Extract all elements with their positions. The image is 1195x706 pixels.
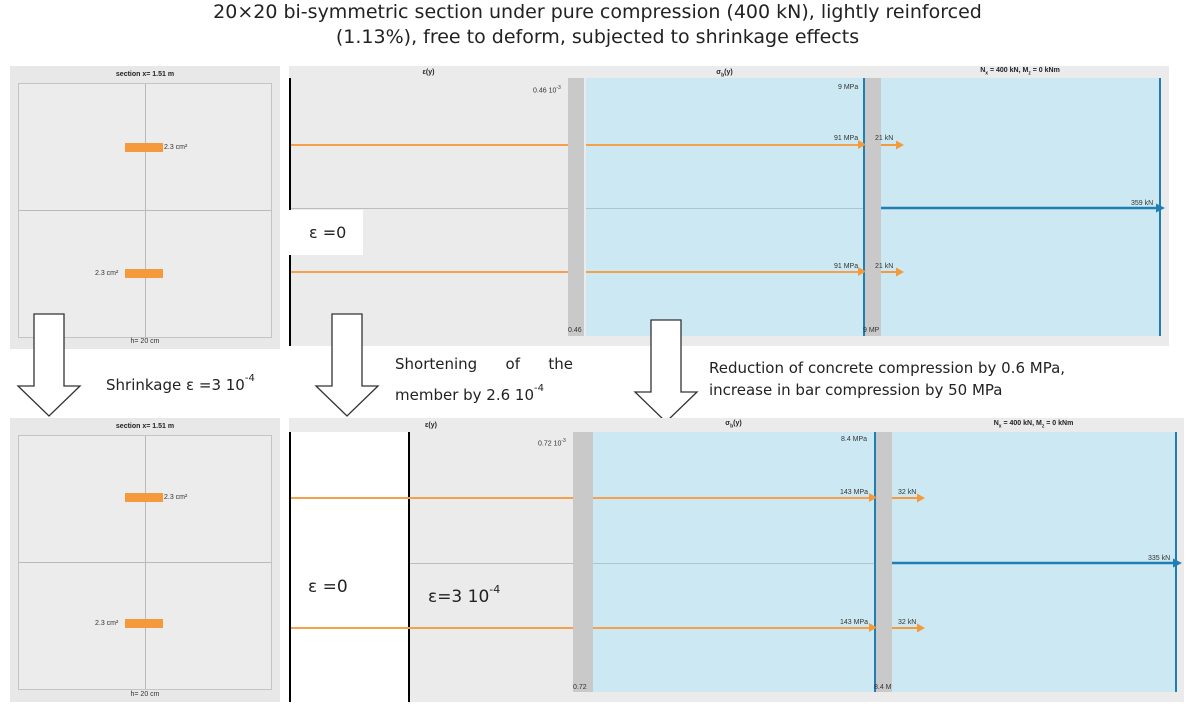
- top-rebar-label: 2.3 cm²: [164, 494, 188, 501]
- top-strain-bar-bottom: [291, 271, 568, 273]
- top-strain-band: [568, 78, 584, 336]
- top-rebar: [125, 493, 163, 502]
- down-arrow-section: [16, 313, 82, 417]
- top-force-bar-bottom-label: 21 kN: [875, 263, 894, 270]
- top-strain-bottom-value: 0.46: [568, 327, 582, 334]
- top-section-title: section x= 1.51 m: [115, 71, 175, 78]
- bottom-concrete-stress: [593, 432, 874, 692]
- bottom-rebar-label: 2.3 cm²: [95, 270, 119, 277]
- top-force-concrete-arrow: [1156, 203, 1165, 213]
- top-stress-bar-bottom: [586, 271, 863, 273]
- top-stress-neutral-line: [586, 208, 863, 209]
- top-stress-bar-top: [586, 144, 863, 146]
- bottom-stress-neutral-line: [593, 563, 874, 564]
- bottom-force-bar-bottom-label: 32 kN: [898, 619, 917, 626]
- bottom-section-title: section x= 1.51 m: [115, 423, 175, 430]
- bottom-strain-bar-bottom: [291, 627, 573, 629]
- bottom-stress-bar-bottom: [593, 627, 874, 629]
- top-force-arrow-top: [896, 140, 904, 150]
- bottom-section-drawing: 2.3 cm² 2.3 cm²: [18, 435, 272, 690]
- bottom-rebar: [125, 619, 163, 628]
- top-force-band: [865, 78, 881, 336]
- bottom-stress-edge: [874, 432, 876, 692]
- bottom-strain-bar-top: [291, 497, 573, 499]
- bottom-strain-neutral-line: [410, 563, 573, 564]
- bottom-stress-top-value: 8.4 MPa: [841, 436, 868, 443]
- down-arrow-stress: [633, 319, 699, 423]
- bottom-strain-zero-line: [289, 432, 291, 702]
- top-stress-bar-bottom-label: 91 MPa: [834, 263, 859, 270]
- top-strain-top-value: 0.46 10-3: [533, 85, 561, 95]
- top-strain-title: ε(y): [422, 69, 435, 76]
- top-rebar: [125, 143, 163, 152]
- bottom-strain-title: ε(y): [425, 422, 437, 429]
- top-section-drawing: 2.3 cm² 2.3 cm²: [18, 83, 272, 338]
- top-force-bar-top-label: 21 kN: [875, 135, 894, 142]
- bottom-section-height: h= 20 cm: [130, 691, 160, 698]
- horizontal-axis: [19, 210, 271, 211]
- bottom-stress-title: σb(y): [725, 420, 742, 430]
- bottom-force-concrete-arrow: [1173, 558, 1182, 568]
- reduction-annotation-line-2: increase in bar compression by 50 MPa: [709, 381, 1003, 399]
- top-rebar-label: 2.3 cm²: [164, 144, 188, 151]
- bottom-stress-bottom-value: 8.4 M: [874, 684, 892, 691]
- top-force-concrete-label: 359 kN: [1131, 200, 1154, 207]
- bottom-force-title: Nx = 400 kN, Mz = 0 kNm: [993, 420, 1074, 430]
- top-stress-top-value: 9 MPa: [838, 84, 859, 91]
- shrinkage-annotation: Shrinkage ε =3 10-4: [106, 373, 255, 394]
- horizontal-axis: [19, 562, 271, 563]
- top-section-height: h= 20 cm: [130, 338, 160, 345]
- reduction-annotation-line-1: Reduction of concrete compression by 0.6…: [709, 359, 1066, 377]
- bottom-force-bar-top-label: 32 kN: [898, 489, 917, 496]
- top-strain-bar-top: [291, 144, 568, 146]
- top-force-title: Nx = 400 kN, Mz = 0 kNm: [980, 67, 1060, 77]
- top-stress-bar-top-label: 91 MPa: [834, 135, 859, 142]
- bottom-force-concrete-label: 335 kN: [1148, 555, 1171, 562]
- top-stress-bottom-value: 9 MP: [863, 327, 880, 334]
- down-arrow-strain: [314, 313, 380, 417]
- top-strain-zero-label: ε =0: [309, 223, 347, 242]
- bottom-strain-shrink-label: ε=3 10-4: [428, 583, 501, 607]
- bottom-stress-bar-top-label: 143 MPa: [840, 489, 869, 496]
- bottom-force-arrow-bottom: [917, 623, 925, 633]
- top-stress-title: σb(y): [716, 69, 733, 79]
- top-force-arrow-bottom: [896, 267, 904, 277]
- top-strain-zero-box: ε =0: [289, 210, 363, 255]
- top-concrete-stress: [586, 78, 863, 336]
- bottom-stress-bar-top: [593, 497, 874, 499]
- top-stress-arrow-bottom: [858, 267, 866, 276]
- top-strain-neutral-line: [291, 208, 568, 209]
- bottom-force-arrow-top: [917, 493, 925, 503]
- bottom-strain-zero-label: ε =0: [308, 577, 348, 597]
- bottom-stress-arrow-top: [869, 493, 877, 502]
- bottom-force-band: [876, 432, 892, 692]
- title-line-2: (1.13%), free to deform, subjected to sh…: [335, 26, 860, 48]
- bottom-stress-arrow-bottom: [869, 623, 877, 632]
- title-line-1: 20×20 bi-symmetric section under pure co…: [213, 1, 982, 23]
- bottom-strain-band: [573, 432, 593, 692]
- top-stress-arrow-top: [858, 140, 866, 149]
- bottom-section-panel: section x= 1.51 m 2.3 cm² 2.3 cm² h= 20 …: [10, 418, 280, 702]
- bottom-strain-shrink-line: [408, 432, 410, 702]
- bottom-strain-bottom-value: 0.72: [573, 684, 587, 691]
- figure-title: 20×20 bi-symmetric section under pure co…: [0, 0, 1195, 50]
- top-section-panel: section x= 1.51 m 2.3 cm² 2.3 cm² h= 20 …: [10, 66, 280, 349]
- bottom-stress-bar-bottom-label: 143 MPa: [840, 619, 869, 626]
- bottom-rebar-label: 2.3 cm²: [95, 620, 119, 627]
- bottom-strain-top-value: 0.72 10-3: [538, 438, 566, 448]
- top-stress-edge: [863, 78, 865, 336]
- bottom-rebar: [125, 269, 163, 278]
- shortening-annotation-line-2: member by 2.6 10-4: [395, 383, 544, 404]
- bottom-shrinkage-strain-area: [291, 432, 409, 702]
